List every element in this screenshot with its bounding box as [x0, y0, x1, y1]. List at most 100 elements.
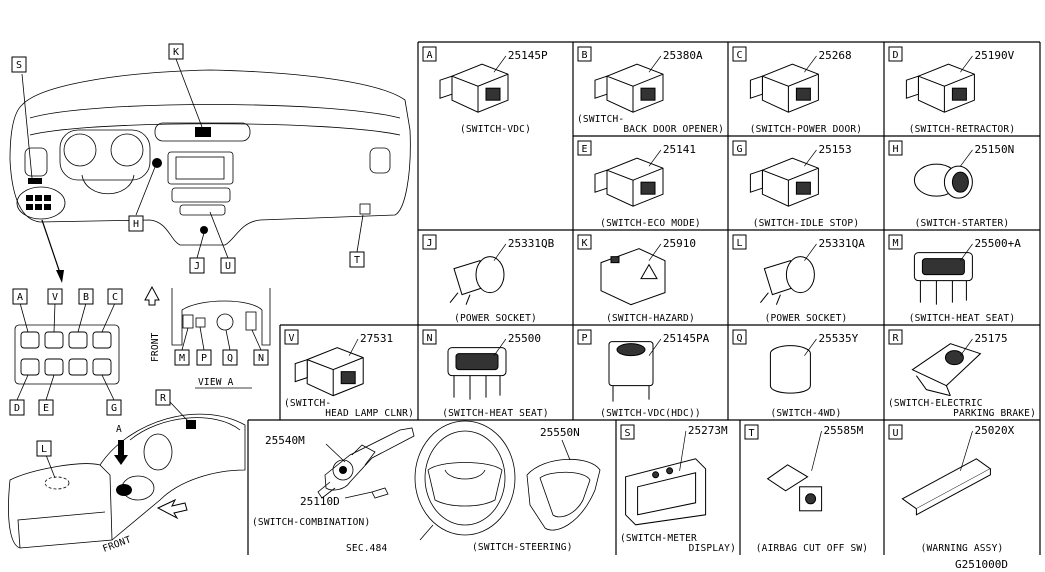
cell-letter: E [581, 144, 587, 155]
cell-h: H 25150N (SWITCH-STARTER) [888, 140, 1014, 229]
part-number: 27531 [360, 332, 393, 345]
callout-l: L [41, 444, 47, 455]
callout-j: J [194, 261, 200, 272]
part-number: 25535Y [818, 332, 858, 345]
part-caption: (SWITCH-RETRACTOR) [909, 124, 1016, 135]
part-number: 25145P [508, 49, 548, 62]
callout-t: T [354, 255, 360, 266]
sec-label: SEC.484 [346, 543, 388, 554]
part-caption: (SWITCH-POWER DOOR) [750, 124, 862, 135]
cell-letter: N [426, 333, 432, 344]
view-a-label: VIEW A [198, 377, 234, 388]
cell-letter: K [581, 238, 587, 249]
cell-letter: T [748, 428, 754, 439]
cell-letter: J [426, 238, 432, 249]
part-number: 25190V [974, 49, 1014, 62]
cell-letter: L [736, 238, 742, 249]
part-number: 25268 [818, 49, 851, 62]
cell-letter: G [736, 144, 742, 155]
part-number: 25331QA [818, 237, 865, 250]
part-number: 25175 [974, 332, 1007, 345]
cell-letter: M [892, 238, 898, 249]
callout-s: S [16, 60, 22, 71]
cell-p: P 25145PA (SWITCH-VDC(HDC)) [577, 329, 710, 419]
cell-e: E 25141 (SWITCH-ECO MODE) [577, 140, 701, 229]
part-caption: (SWITCH-ELECTRIC [888, 398, 983, 409]
steering-part: 25550N [540, 426, 580, 439]
part-caption: (SWITCH-IDLE STOP) [753, 218, 860, 229]
callout-k: K [173, 47, 179, 58]
cell-g: G 25153 (SWITCH-IDLE STOP) [732, 140, 860, 229]
part-caption: (SWITCH-ECO MODE) [600, 218, 701, 229]
part-number: 25273M [688, 424, 728, 437]
part-caption: (SWITCH-VDC(HDC)) [600, 408, 701, 419]
front-label: FRONT [150, 332, 161, 362]
panel-letter-g: G [111, 403, 117, 414]
arrow-a-label: A [116, 424, 122, 435]
view-a-letter-m: M [179, 353, 185, 364]
part-caption: (WARNING ASSY) [921, 543, 1004, 554]
cell-letter: H [892, 144, 898, 155]
part-number: 25141 [663, 143, 696, 156]
part-number: 25150N [974, 143, 1014, 156]
cell-u: U 25020X (WARNING ASSY) [888, 424, 1015, 554]
part-caption: (SWITCH-METER [620, 533, 697, 544]
view-a-letter-p: P [201, 353, 207, 364]
part-caption: (SWITCH-STARTER) [915, 218, 1010, 229]
cell-letter: V [288, 333, 294, 344]
panel-letter-e: E [43, 403, 49, 414]
part-caption: (SWITCH- [284, 398, 331, 409]
callout-r: R [160, 393, 167, 404]
combination-part-1: 25540M [265, 434, 305, 447]
part-number: 25145PA [663, 332, 710, 345]
cell-letter: U [892, 428, 898, 439]
panel-letter-a: A [17, 292, 23, 303]
cell-letter: B [581, 50, 587, 61]
cell-letter: Q [736, 333, 742, 344]
part-number: 25153 [818, 143, 851, 156]
part-number: 25585M [824, 424, 864, 437]
cell-letter: S [624, 428, 630, 439]
cell-a: A 25145P (SWITCH-VDC) [422, 46, 548, 135]
part-caption: (POWER SOCKET) [454, 313, 537, 324]
panel-letter-b: B [83, 292, 89, 303]
part-caption: (SWITCH-HEAT SEAT) [909, 313, 1016, 324]
part-number: 25020X [974, 424, 1014, 437]
dashboard-overview: S K H J U T A [8, 43, 411, 555]
part-number: 25910 [663, 237, 696, 250]
view-a-letter-n: N [258, 353, 264, 364]
cell-letter: A [426, 50, 432, 61]
part-caption: (POWER SOCKET) [765, 313, 848, 324]
part-caption-line2: BACK DOOR OPENER) [623, 124, 724, 135]
part-caption: (SWITCH-4WD) [770, 408, 841, 419]
part-number: 25331QB [508, 237, 555, 250]
part-caption: (AIRBAG CUT OFF SW) [756, 543, 868, 554]
steering-caption: (SWITCH-STEERING) [472, 542, 573, 553]
cell-q: Q 25535Y (SWITCH-4WD) [732, 329, 859, 419]
combination-part-2: 25110D [300, 495, 340, 508]
panel-letter-c: C [112, 292, 118, 303]
cell-letter: P [581, 333, 587, 344]
part-caption: (SWITCH-VDC) [460, 124, 531, 135]
cell-l: L 25331QA (POWER SOCKET) [732, 234, 865, 324]
cell-t: T 25585M (AIRBAG CUT OFF SW) [744, 424, 868, 554]
part-caption-line2: DISPLAY) [689, 543, 736, 554]
grid-lines [247, 41, 1041, 555]
combination-caption: (SWITCH-COMBINATION) [252, 517, 370, 528]
diagram-code: G251000D [955, 558, 1008, 571]
part-caption-line2: PARKING BRAKE) [953, 408, 1036, 419]
panel-letter-d: D [14, 403, 20, 414]
cell-c: C 25268 (SWITCH-POWER DOOR) [732, 46, 862, 135]
cell-letter: C [736, 50, 742, 61]
view-a-letter-q: Q [227, 353, 233, 364]
